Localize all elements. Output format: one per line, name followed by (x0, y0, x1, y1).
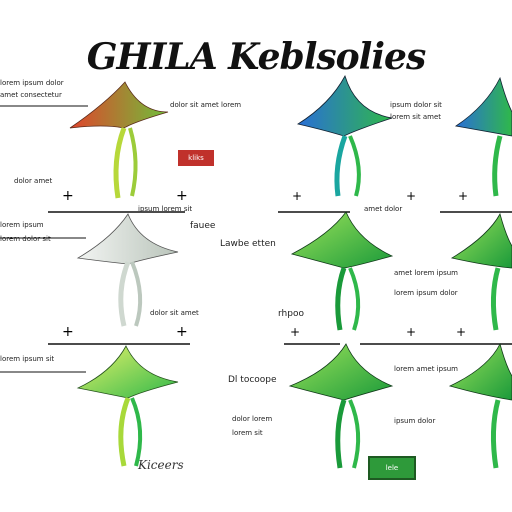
svg-text:+: + (290, 325, 300, 339)
svg-text:+: + (62, 324, 74, 340)
plant-green-center (290, 211, 394, 331)
badge-red: kliks (178, 150, 214, 166)
signature-mark: Kiceers (138, 458, 184, 472)
label-4: ipsum dolor sit (390, 101, 442, 109)
row-separators-2: + + + + + (48, 324, 512, 345)
label-6: dolor amet (14, 177, 53, 185)
label-20: dolor lorem (232, 415, 273, 423)
label-14: lorem ipsum dolor (394, 289, 458, 297)
svg-text:+: + (292, 189, 302, 203)
plant-green-right (450, 212, 512, 331)
label-9: lorem ipsum (0, 221, 44, 229)
svg-text:+: + (176, 324, 188, 340)
label-18: Dl tocoope (228, 375, 277, 385)
plant-green-right-2 (448, 342, 512, 469)
plant-blue-right (454, 76, 512, 197)
label-13: amet lorem ipsum (394, 269, 458, 277)
label-8: amet dolor (364, 205, 403, 213)
label-5: lorem sit amet (390, 113, 442, 121)
plant-blue-center (296, 74, 393, 197)
plant-pale-left (76, 213, 179, 327)
plant-green-center-2 (288, 343, 394, 469)
label-17: lorem ipsum sit (0, 355, 55, 363)
label-3: dolor sit amet lorem (170, 101, 242, 109)
svg-text:+: + (406, 325, 416, 339)
svg-text:+: + (62, 188, 74, 204)
svg-text:+: + (406, 189, 416, 203)
plant-red-left (69, 81, 169, 199)
label-11: Lawbe etten (220, 239, 276, 249)
svg-text:+: + (456, 325, 466, 339)
label-19: lorem amet ipsum (394, 365, 458, 373)
label-1: lorem ipsum dolor (0, 79, 64, 87)
label-15: rhpoo (278, 309, 304, 319)
plant-lime-left (76, 345, 179, 467)
label-7: ipsum lorem sit (138, 205, 193, 213)
leader-lines (0, 105, 88, 373)
svg-text:+: + (458, 189, 468, 203)
label-22: ipsum dolor (394, 417, 436, 425)
label-12: lorem dolor sit (0, 235, 51, 243)
svg-text:+: + (176, 188, 188, 204)
row-separators-1: + + + + + (48, 188, 512, 213)
label-10: fauee (190, 221, 216, 231)
badge-green: lele (368, 456, 416, 480)
diagram-title: GHILA Keblsolies (86, 36, 426, 78)
label-16: dolor sit amet (150, 309, 199, 317)
label-2: amet consectetur (0, 91, 62, 99)
label-21: lorem sit (232, 429, 263, 437)
